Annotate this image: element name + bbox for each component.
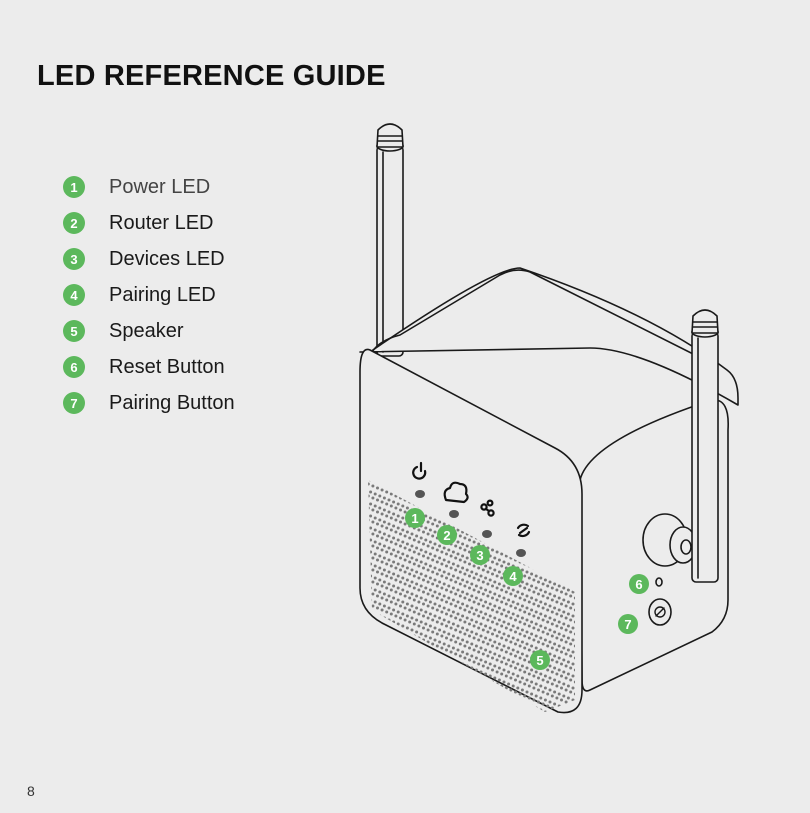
legend-label: Pairing LED <box>109 283 216 306</box>
callout-1-number: 1 <box>411 511 418 526</box>
legend-item-power-led: 1 Power LED <box>63 169 235 205</box>
cloud-router-icon <box>443 481 469 504</box>
callout-2-number: 2 <box>443 528 450 543</box>
right-antenna-icon <box>691 309 719 583</box>
page-title: LED REFERENCE GUIDE <box>37 60 386 92</box>
legend-number-badge: 5 <box>63 320 85 342</box>
legend-label: Router LED <box>109 211 214 234</box>
side-knob-icon <box>642 513 697 567</box>
callout-4: 4 <box>503 566 523 586</box>
legend-number-badge: 2 <box>63 212 85 234</box>
legend-label: Speaker <box>109 319 184 342</box>
legend-number-badge: 1 <box>63 176 85 198</box>
legend-item-pairing-led: 4 Pairing LED <box>63 277 235 313</box>
devices-led <box>482 530 492 538</box>
legend-number-badge: 6 <box>63 356 85 378</box>
reset-button-icon <box>655 577 663 587</box>
legend-item-devices-led: 3 Devices LED <box>63 241 235 277</box>
legend-item-pairing-button: 7 Pairing Button <box>63 385 235 421</box>
legend-item-router-led: 2 Router LED <box>63 205 235 241</box>
power-icon <box>412 461 427 480</box>
legend-item-speaker: 5 Speaker <box>63 313 235 349</box>
callout-7-number: 7 <box>624 617 631 632</box>
pairing-button-icon <box>648 598 672 626</box>
legend-label: Pairing Button <box>109 391 235 414</box>
power-led <box>415 490 425 498</box>
callout-1: 1 <box>405 508 425 528</box>
legend-item-reset-button: 6 Reset Button <box>63 349 235 385</box>
callout-6: 6 <box>629 574 649 594</box>
pairing-icon <box>516 523 531 538</box>
callout-4-number: 4 <box>509 569 517 584</box>
callout-2: 2 <box>437 525 457 545</box>
legend-number-badge: 3 <box>63 248 85 270</box>
callout-5-number: 5 <box>536 653 543 668</box>
legend-number-badge: 4 <box>63 284 85 306</box>
left-antenna-icon <box>376 123 404 357</box>
legend-label: Devices LED <box>109 247 225 270</box>
router-led <box>449 510 459 518</box>
pairing-led <box>516 549 526 557</box>
callout-6-number: 6 <box>635 577 642 592</box>
page-number: 8 <box>27 783 35 799</box>
callout-3: 3 <box>470 545 490 565</box>
legend-number-badge: 7 <box>63 392 85 414</box>
callout-7: 7 <box>618 614 638 634</box>
device-top-edge <box>371 269 716 366</box>
callout-3-number: 3 <box>476 548 483 563</box>
devices-icon <box>480 499 495 517</box>
device-front-face <box>359 348 583 714</box>
legend-label: Reset Button <box>109 355 225 378</box>
callout-5: 5 <box>530 650 550 670</box>
legend-label: Power LED <box>109 175 211 198</box>
